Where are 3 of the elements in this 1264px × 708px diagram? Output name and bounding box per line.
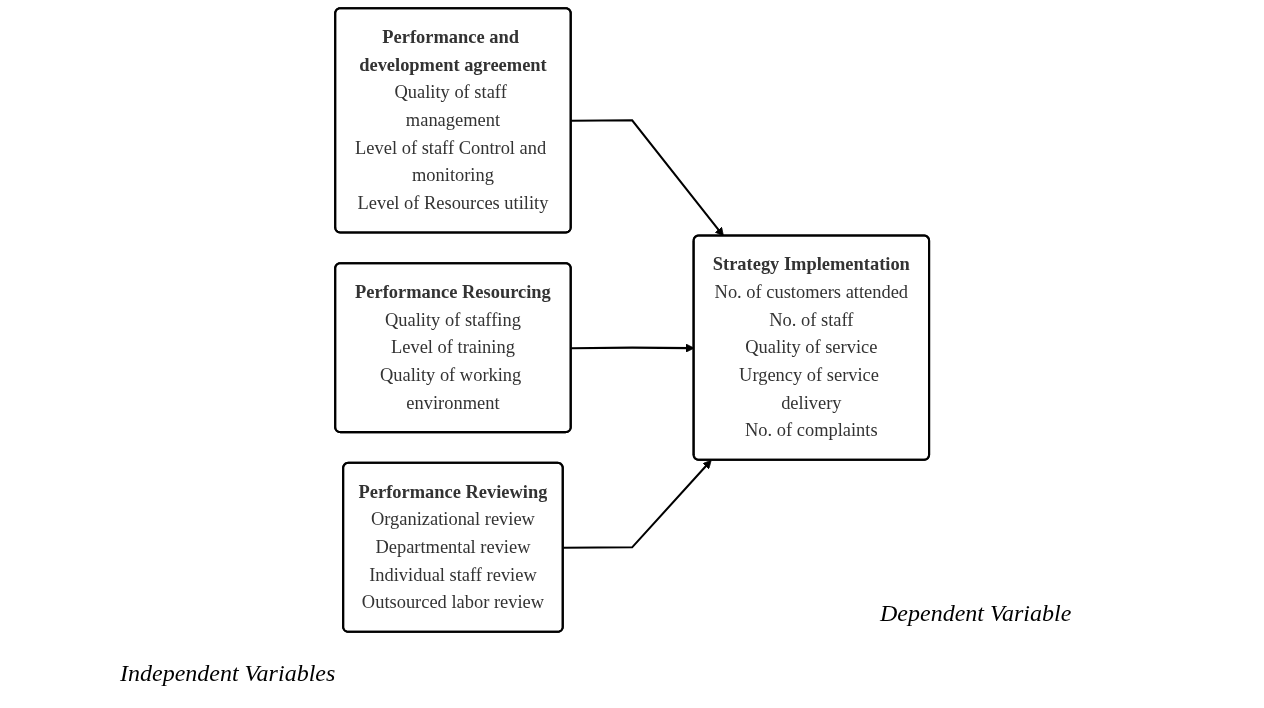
arrow (563, 459, 712, 549)
variable-caption: Dependent Variable (880, 600, 1072, 627)
variable-caption: Independent Variables (120, 660, 336, 687)
